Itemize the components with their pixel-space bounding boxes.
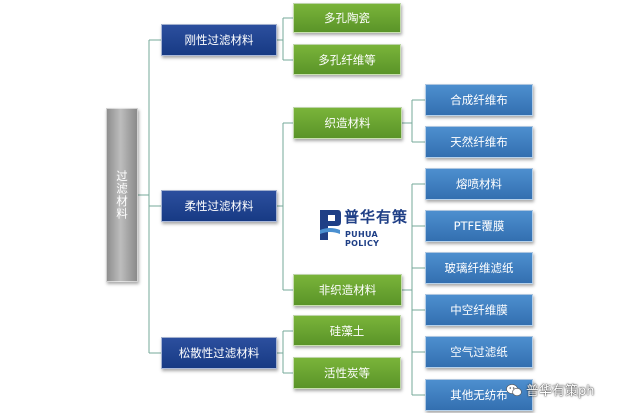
nonwoven-child-hollow-fiber: 中空纤维膜 bbox=[425, 294, 533, 326]
category-loose: 松散性过滤材料 bbox=[161, 337, 277, 369]
rigid-child-label: 多孔纤维等 bbox=[318, 52, 376, 67]
category-flexible-label: 柔性过滤材料 bbox=[184, 199, 254, 213]
rigid-child-porous-fiber: 多孔纤维等 bbox=[293, 44, 401, 75]
rigid-child-label: 多孔陶瓷 bbox=[324, 11, 370, 25]
nonwoven-child-label: 中空纤维膜 bbox=[450, 303, 508, 317]
watermark: 普华有策ph bbox=[506, 380, 595, 399]
nonwoven-child-label: 空气过滤纸 bbox=[450, 345, 508, 359]
puhua-logo: 普华有策 PUHUA POLICY bbox=[318, 206, 410, 248]
logo-name-en: PUHUA POLICY bbox=[345, 230, 380, 248]
nonwoven-child-label: PTFE覆膜 bbox=[453, 219, 505, 233]
woven-child-natural: 天然纤维布 bbox=[425, 126, 533, 158]
watermark-text: 普华有策ph bbox=[526, 384, 595, 399]
root-label: 过滤材料 bbox=[115, 170, 129, 220]
flexible-child-label: 非织造材料 bbox=[318, 283, 377, 297]
flexible-child-nonwoven: 非织造材料 bbox=[293, 274, 402, 306]
loose-child-label: 硅藻土 bbox=[329, 323, 365, 338]
nonwoven-child-label: 熔喷材料 bbox=[456, 177, 502, 191]
loose-child-label: 活性炭等 bbox=[324, 366, 370, 380]
flexible-child-label: 织造材料 bbox=[324, 116, 371, 130]
wechat-icon bbox=[506, 383, 522, 396]
nonwoven-child-label: 其他无纺布 bbox=[450, 388, 508, 402]
woven-child-synthetic: 合成纤维布 bbox=[425, 84, 533, 116]
woven-child-label: 天然纤维布 bbox=[450, 135, 508, 149]
category-loose-label: 松散性过滤材料 bbox=[178, 346, 260, 360]
nonwoven-child-meltblown: 熔喷材料 bbox=[425, 168, 533, 200]
woven-child-label: 合成纤维布 bbox=[450, 93, 508, 107]
logo-name-cn: 普华有策 bbox=[344, 208, 409, 226]
rigid-child-porous-ceramic: 多孔陶瓷 bbox=[293, 3, 401, 33]
root-node: 过滤材料 bbox=[106, 108, 138, 282]
nonwoven-child-glass-fiber: 玻璃纤维滤纸 bbox=[425, 252, 533, 284]
category-rigid-label: 刚性过滤材料 bbox=[184, 33, 254, 47]
nonwoven-child-air-filter-paper: 空气过滤纸 bbox=[425, 336, 533, 368]
category-rigid: 刚性过滤材料 bbox=[161, 24, 277, 56]
flexible-child-woven: 织造材料 bbox=[293, 107, 402, 139]
puhua-logo-icon bbox=[320, 210, 341, 240]
nonwoven-child-label: 玻璃纤维滤纸 bbox=[444, 261, 514, 275]
nonwoven-child-ptfe: PTFE覆膜 bbox=[425, 210, 533, 242]
loose-child-diatomite: 硅藻土 bbox=[293, 315, 401, 346]
category-flexible: 柔性过滤材料 bbox=[161, 190, 277, 222]
loose-child-activated-carbon: 活性炭等 bbox=[293, 357, 401, 389]
